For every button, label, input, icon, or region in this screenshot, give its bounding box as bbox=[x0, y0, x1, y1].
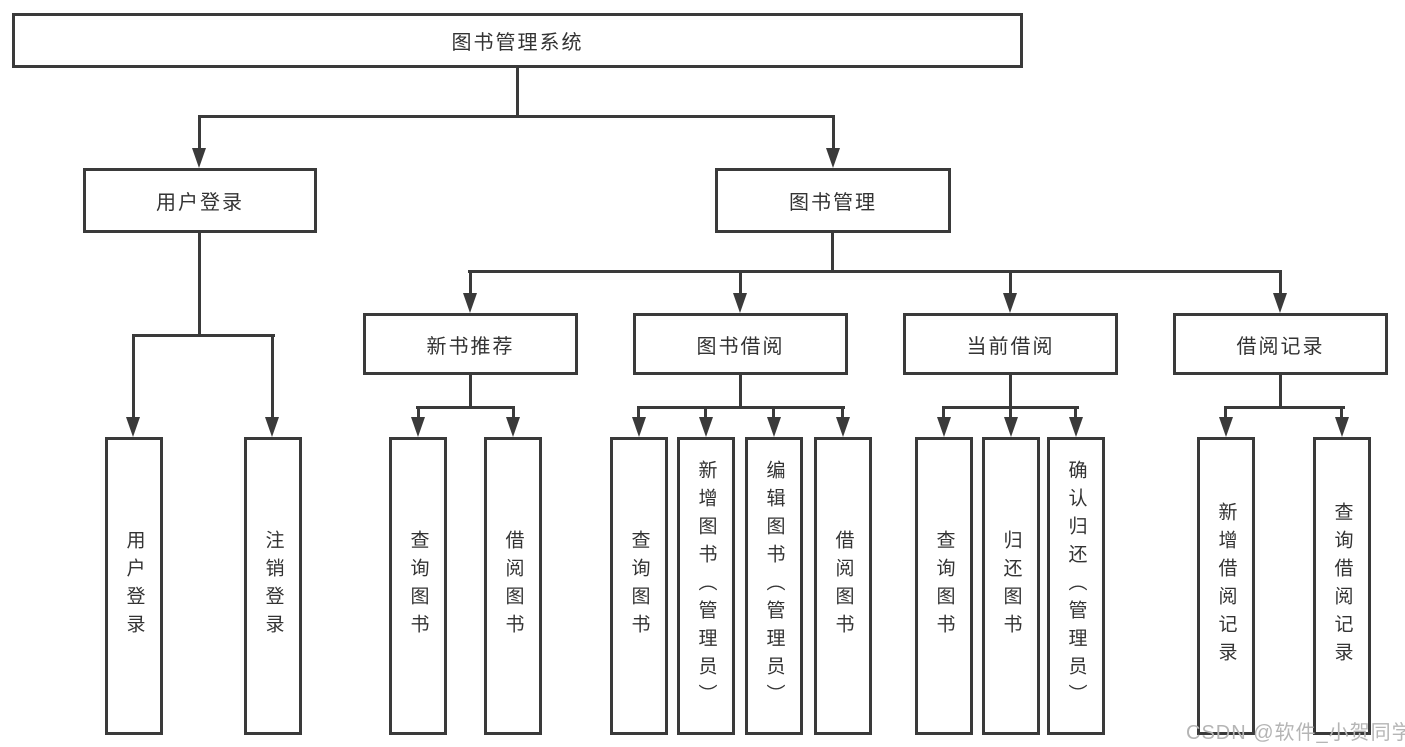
connector-records-bar bbox=[1224, 406, 1345, 409]
connector-current-drop-1 bbox=[942, 406, 945, 421]
arrow-down-icon bbox=[699, 417, 713, 437]
arrow-down-icon bbox=[411, 417, 425, 437]
node-root-system: 图书管理系统 bbox=[12, 13, 1023, 68]
connector-root-drop-right bbox=[832, 115, 835, 151]
connector-mgmt-drop-1 bbox=[469, 270, 472, 298]
node-label: 借阅记录 bbox=[1236, 335, 1325, 358]
connector-current-stem bbox=[1009, 375, 1012, 409]
leaf-records-add-record: 新增借阅记录 bbox=[1197, 437, 1255, 735]
leaf-newbooks-query-books: 查询图书 bbox=[389, 437, 447, 735]
node-label: 归还图书 bbox=[1000, 530, 1022, 642]
csdn-watermark: CSDN @软件_小贺同学 bbox=[1186, 722, 1405, 744]
node-label: 当前借阅 bbox=[966, 335, 1055, 358]
arrow-down-icon bbox=[1219, 417, 1233, 437]
node-label: 图书借阅 bbox=[696, 335, 785, 358]
connector-records-drop-1 bbox=[1224, 406, 1227, 421]
node-label: 图书管理 bbox=[789, 192, 877, 214]
node-label: 新书推荐 bbox=[426, 335, 515, 358]
leaf-logout: 注销登录 bbox=[244, 437, 302, 735]
connector-borrow-drop-1 bbox=[637, 406, 640, 421]
connector-root-bar bbox=[198, 115, 835, 118]
node-book-management: 图书管理 bbox=[715, 168, 951, 233]
connector-newbooks-drop-1 bbox=[417, 406, 420, 421]
node-label: 图书管理系统 bbox=[451, 32, 584, 54]
arrow-down-icon bbox=[1003, 293, 1017, 313]
leaf-user-login: 用户登录 bbox=[105, 437, 163, 735]
connector-mgmt-drop-3 bbox=[1009, 270, 1012, 298]
arrow-down-icon bbox=[937, 417, 951, 437]
node-new-book-recommend: 新书推荐 bbox=[363, 313, 578, 375]
leaf-current-return-books: 归还图书 bbox=[982, 437, 1040, 735]
arrow-down-icon bbox=[1273, 293, 1287, 313]
leaf-borrow-borrow-books: 借阅图书 bbox=[814, 437, 872, 735]
node-label: 新增借阅记录 bbox=[1215, 502, 1237, 670]
arrow-down-icon bbox=[192, 148, 206, 168]
arrow-down-icon bbox=[1004, 417, 1018, 437]
leaf-newbooks-borrow-books: 借阅图书 bbox=[484, 437, 542, 735]
node-user-login: 用户登录 bbox=[83, 168, 317, 233]
arrow-down-icon bbox=[506, 417, 520, 437]
node-label: 查询图书 bbox=[933, 530, 955, 642]
leaf-records-query-record: 查询借阅记录 bbox=[1313, 437, 1371, 735]
connector-records-drop-2 bbox=[1340, 406, 1343, 421]
connector-newbooks-bar bbox=[416, 406, 515, 409]
connector-borrow-drop-4 bbox=[841, 406, 844, 421]
node-current-borrow: 当前借阅 bbox=[903, 313, 1118, 375]
node-label: 查询图书 bbox=[407, 530, 429, 642]
node-label: 新增图书（管理员） bbox=[695, 460, 717, 712]
node-book-borrow: 图书借阅 bbox=[633, 313, 848, 375]
connector-login-drop-right bbox=[271, 334, 274, 422]
arrow-down-icon bbox=[265, 417, 279, 437]
connector-login-stem bbox=[198, 233, 201, 337]
node-label: 借阅图书 bbox=[832, 530, 854, 642]
leaf-current-query-books: 查询图书 bbox=[915, 437, 973, 735]
arrow-down-icon bbox=[126, 417, 140, 437]
leaf-borrow-add-book-admin: 新增图书（管理员） bbox=[677, 437, 735, 735]
connector-login-bar bbox=[132, 334, 275, 337]
arrow-down-icon bbox=[1069, 417, 1083, 437]
connector-current-drop-3 bbox=[1074, 406, 1077, 421]
arrow-down-icon bbox=[826, 148, 840, 168]
connector-newbooks-drop-2 bbox=[512, 406, 515, 421]
arrow-down-icon bbox=[733, 293, 747, 313]
connector-borrow-bar bbox=[637, 406, 845, 409]
connector-login-drop-left bbox=[132, 334, 135, 422]
connector-newbooks-stem bbox=[469, 375, 472, 409]
arrow-down-icon bbox=[463, 293, 477, 313]
connector-root-drop-left bbox=[198, 115, 201, 151]
connector-records-stem bbox=[1279, 375, 1282, 409]
leaf-current-confirm-return-admin: 确认归还（管理员） bbox=[1047, 437, 1105, 735]
arrow-down-icon bbox=[767, 417, 781, 437]
connector-mgmt-drop-4 bbox=[1279, 270, 1282, 298]
leaf-borrow-query-books: 查询图书 bbox=[610, 437, 668, 735]
connector-mgmt-bar bbox=[468, 270, 1282, 273]
node-borrow-records: 借阅记录 bbox=[1173, 313, 1388, 375]
connector-root-stem bbox=[516, 68, 519, 117]
node-label: 用户登录 bbox=[156, 192, 244, 214]
node-label: 用户登录 bbox=[123, 530, 145, 642]
node-label: 借阅图书 bbox=[502, 530, 524, 642]
connector-borrow-drop-2 bbox=[704, 406, 707, 421]
arrow-down-icon bbox=[632, 417, 646, 437]
node-label: 注销登录 bbox=[262, 530, 284, 642]
arrow-down-icon bbox=[836, 417, 850, 437]
connector-current-drop-2 bbox=[1009, 406, 1012, 421]
connector-mgmt-stem bbox=[831, 233, 834, 273]
node-label: 编辑图书（管理员） bbox=[763, 460, 785, 712]
node-label: 查询借阅记录 bbox=[1331, 502, 1353, 670]
connector-mgmt-drop-2 bbox=[739, 270, 742, 298]
leaf-borrow-edit-book-admin: 编辑图书（管理员） bbox=[745, 437, 803, 735]
connector-borrow-drop-3 bbox=[772, 406, 775, 421]
node-label: 确认归还（管理员） bbox=[1065, 460, 1087, 712]
connector-borrow-stem bbox=[739, 375, 742, 409]
node-label: 查询图书 bbox=[628, 530, 650, 642]
arrow-down-icon bbox=[1335, 417, 1349, 437]
